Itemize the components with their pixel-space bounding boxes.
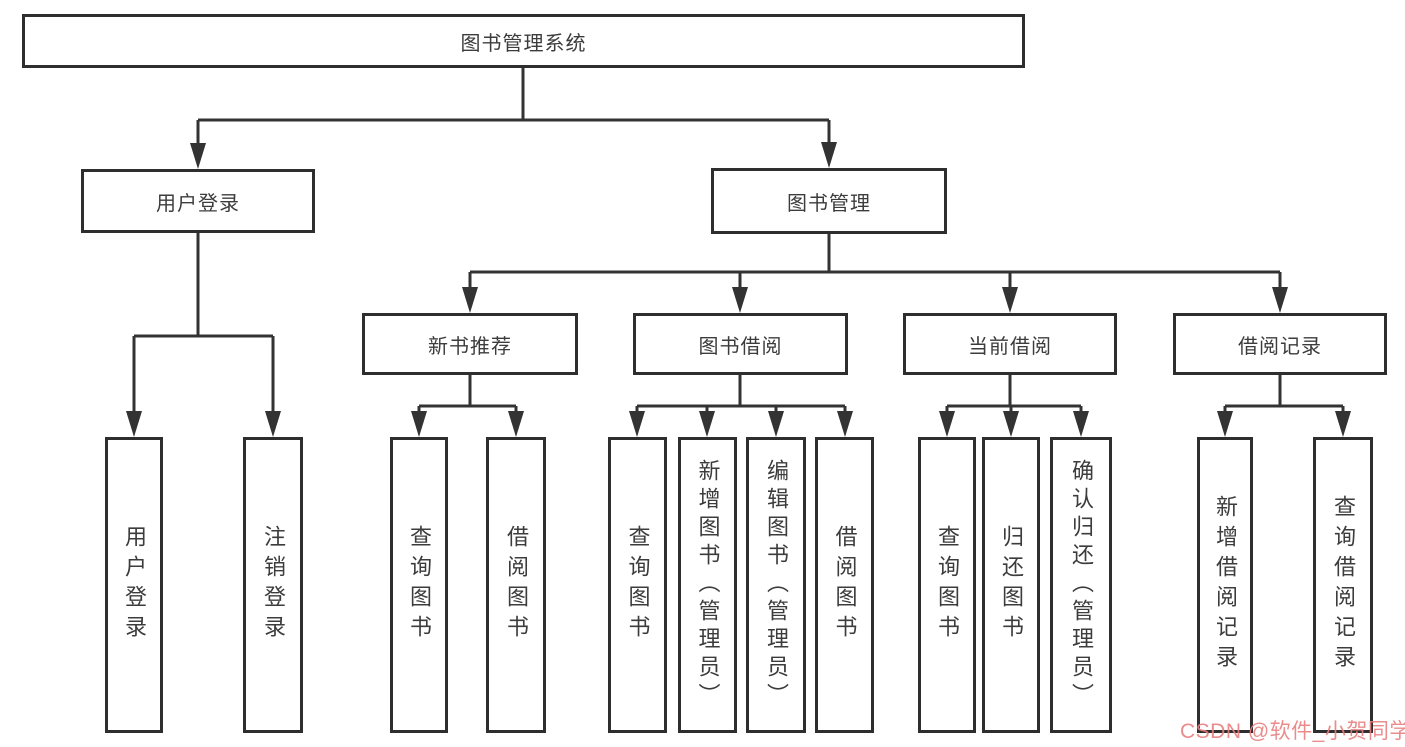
connector-line [945, 375, 1083, 416]
arrowheads-recommend-leaves [411, 411, 524, 437]
node-leaf-borrow-books-borrowing: 借阅图书 [815, 437, 874, 733]
node-label: 归还图书 [999, 525, 1024, 645]
node-current-borrowing: 当前借阅 [903, 313, 1117, 375]
arrowhead-icon [1272, 287, 1288, 313]
node-new-book-recommend: 新书推荐 [362, 313, 578, 375]
arrowheads-current-leaves [939, 411, 1089, 437]
arrowheads-level3 [462, 287, 1288, 313]
node-leaf-query-borrow-record: 查询借阅记录 [1313, 437, 1373, 733]
connector-records-to-leaves [1223, 375, 1345, 416]
node-leaf-return-books: 归还图书 [982, 437, 1040, 733]
node-label: 用户登录 [156, 192, 240, 215]
arrowhead-icon [939, 411, 955, 437]
arrowheads-userlogin-leaves [126, 411, 281, 437]
node-leaf-add-borrow-record: 新增借阅记录 [1197, 437, 1253, 733]
node-book-borrowing: 图书借阅 [633, 313, 848, 375]
arrowhead-icon [1217, 411, 1233, 437]
connector-line [635, 375, 847, 416]
node-label: 新增图书（管理员） [695, 459, 721, 711]
arrowheads-records-leaves [1217, 411, 1351, 437]
node-label: 借阅图书 [832, 525, 858, 645]
node-label: 注销登录 [261, 525, 286, 645]
node-leaf-query-books-current: 查询图书 [918, 437, 976, 733]
arrowhead-icon [821, 142, 837, 168]
node-label: 查询图书 [407, 525, 432, 645]
arrowhead-icon [411, 411, 427, 437]
arrowhead-icon [699, 411, 715, 437]
node-leaf-logout: 注销登录 [243, 437, 303, 733]
arrowhead-icon [126, 411, 142, 437]
connector-root-to-level2 [196, 68, 831, 148]
connector-line [1223, 375, 1345, 416]
arrowhead-icon [1073, 411, 1089, 437]
arrowhead-icon [1003, 411, 1019, 437]
node-label: 图书管理 [787, 192, 871, 215]
node-label: 新书推荐 [428, 335, 512, 358]
node-borrowing-records: 借阅记录 [1173, 313, 1387, 375]
arrowhead-icon [190, 143, 206, 169]
node-label: 图书借阅 [698, 335, 783, 358]
node-book-management: 图书管理 [711, 168, 947, 234]
arrowhead-icon [837, 411, 853, 437]
arrowhead-icon [462, 287, 478, 313]
arrowhead-icon [265, 411, 281, 437]
node-user-login: 用户登录 [81, 169, 315, 233]
connector-recommend-to-leaves [417, 375, 518, 416]
connector-line [196, 68, 831, 148]
arrowhead-icon [629, 411, 645, 437]
arrowheads-borrowing-leaves [629, 411, 853, 437]
arrowhead-icon [1335, 411, 1351, 437]
node-leaf-user-login: 用户登录 [105, 437, 163, 733]
connector-current-to-leaves [945, 375, 1083, 416]
node-leaf-query-books-borrowing: 查询图书 [608, 437, 667, 733]
connector-bookmgmt-to-level3 [468, 234, 1282, 292]
arrowheads-level2 [190, 142, 837, 169]
node-label: 当前借阅 [968, 335, 1052, 358]
connector-borrowing-to-leaves [635, 375, 847, 416]
arrowhead-icon [732, 287, 748, 313]
node-label: 借阅记录 [1238, 335, 1322, 358]
node-label: 图书管理系统 [460, 32, 587, 55]
arrowhead-icon [768, 411, 784, 437]
node-library-management-system: 图书管理系统 [22, 14, 1025, 68]
connector-line [417, 375, 518, 416]
node-leaf-borrow-books-recommend: 借阅图书 [486, 437, 546, 733]
node-label: 编辑图书（管理员） [764, 459, 789, 711]
node-label: 用户登录 [122, 525, 147, 645]
node-label: 查询图书 [625, 525, 651, 645]
node-leaf-confirm-return-admin: 确认归还（管理员） [1050, 437, 1112, 733]
arrowhead-icon [508, 411, 524, 437]
node-label: 查询图书 [935, 525, 960, 645]
node-leaf-query-books-recommend: 查询图书 [390, 437, 448, 733]
node-leaf-add-books-admin: 新增图书（管理员） [678, 437, 737, 733]
node-label: 借阅图书 [504, 525, 529, 645]
node-label: 查询借阅记录 [1331, 495, 1356, 675]
connector-line [468, 234, 1282, 292]
connector-line [132, 233, 275, 416]
connector-userlogin-to-leaves [132, 233, 275, 416]
csdn-watermark: CSDN @软件_小贺同学 [1180, 720, 1405, 743]
node-label: 新增借阅记录 [1213, 495, 1238, 675]
arrowhead-icon [1002, 287, 1018, 313]
node-leaf-edit-books-admin: 编辑图书（管理员） [746, 437, 806, 733]
node-label: 确认归还（管理员） [1069, 459, 1094, 711]
